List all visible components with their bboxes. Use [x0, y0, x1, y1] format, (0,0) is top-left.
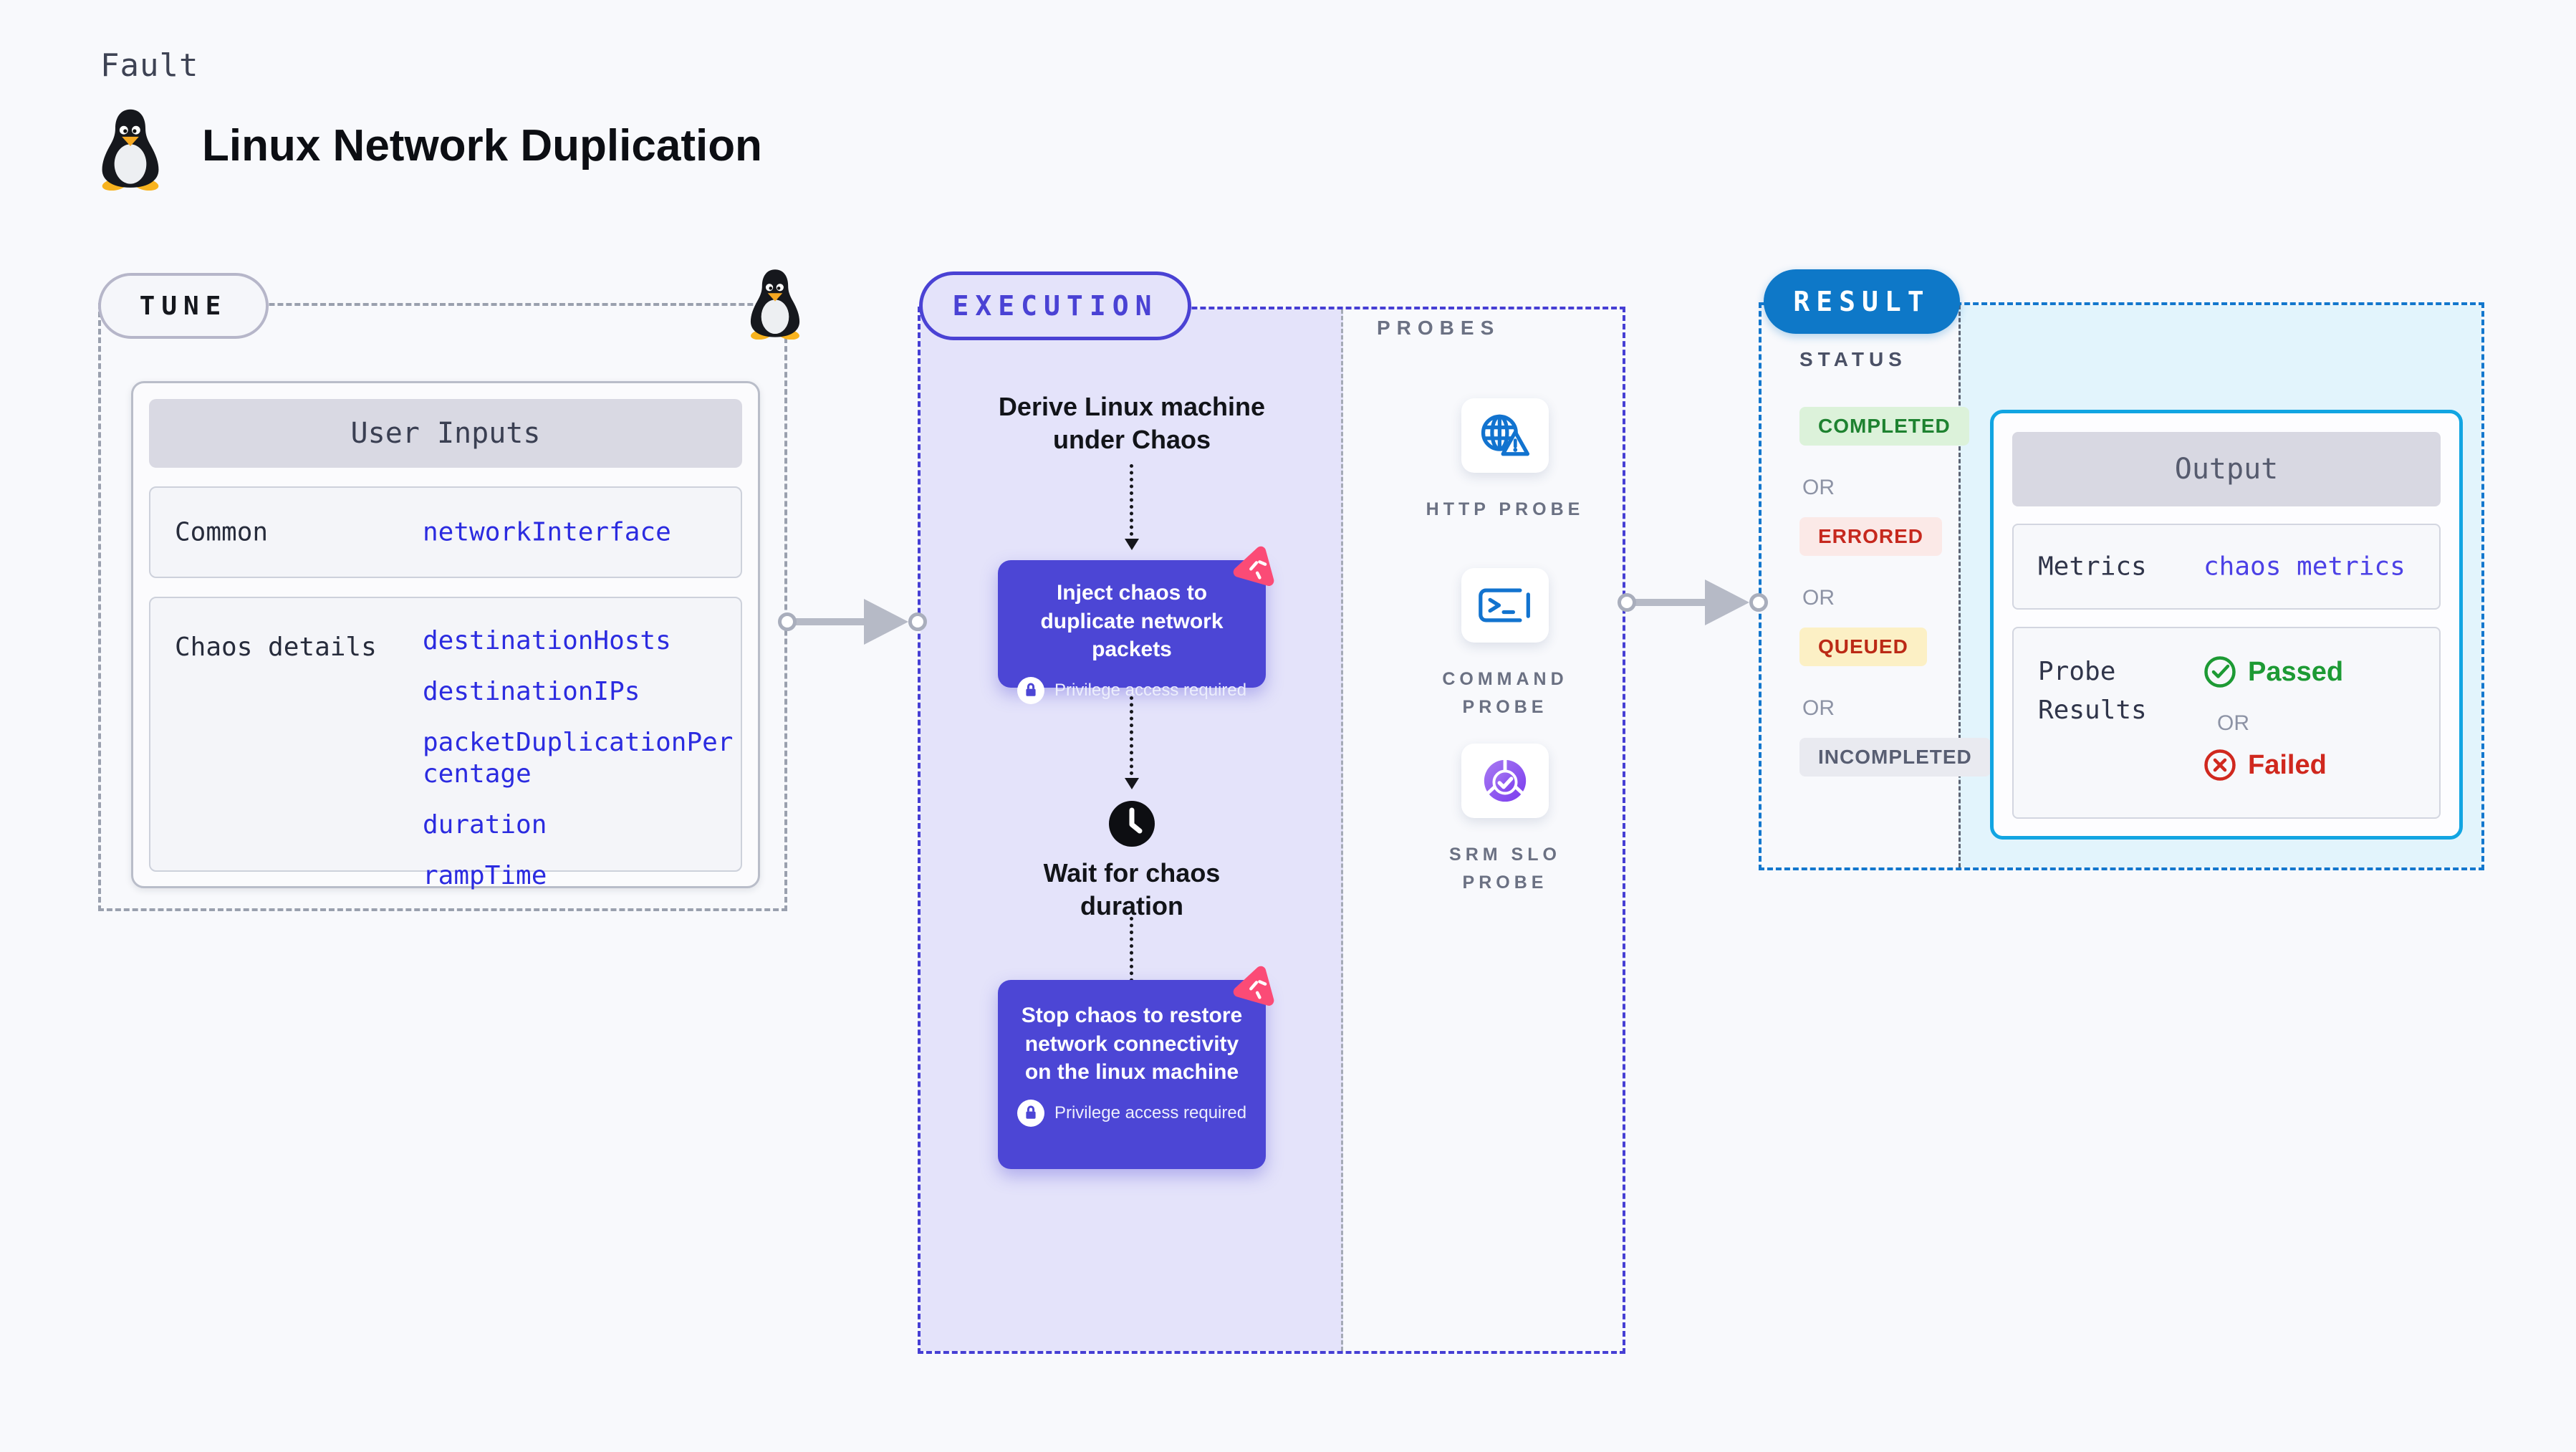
- or-separator: OR: [2217, 711, 2249, 735]
- user-inputs-row-common: Common networkInterface: [149, 486, 742, 578]
- arrow-right-icon: [864, 599, 908, 645]
- output-row-probe-results: Probe Results Passed OR Failed: [2012, 627, 2441, 819]
- dotted-arrow-head-icon: [1125, 539, 1139, 550]
- lock-icon: [1017, 1099, 1044, 1127]
- fault-kicker: Fault: [100, 47, 199, 84]
- execution-section-box: [918, 307, 1625, 1354]
- probe-results-label: Probe Results: [2038, 657, 2147, 725]
- stop-chaos-card: Stop chaos to restore network connectivi…: [998, 966, 1274, 1169]
- chaos-details-label: Chaos details: [175, 633, 377, 662]
- slo-donut-check-icon: [1484, 758, 1527, 802]
- failed-row: Failed: [2203, 749, 2327, 782]
- step-derive-machine: Derive Linux machine under Chaos: [998, 392, 1266, 455]
- tune-pill: TUNE: [98, 273, 269, 339]
- result-section-box: [1759, 302, 2484, 870]
- output-card: Output Metrics chaos metrics Probe Resul…: [1990, 410, 2463, 840]
- lock-icon: [1017, 676, 1044, 704]
- common-label: Common: [175, 517, 269, 547]
- chaos-value: packetDuplicationPercentage: [423, 728, 734, 789]
- or-separator: OR: [1802, 476, 1835, 499]
- or-separator: OR: [1802, 696, 1835, 720]
- user-inputs-card: User Inputs Common networkInterface Chao…: [131, 381, 760, 890]
- arrow-right-icon: [1705, 580, 1749, 625]
- execution-to-result-arrow: [1627, 599, 1708, 606]
- result-pill: RESULT: [1764, 269, 1960, 334]
- tune-to-execution-arrow: [787, 618, 868, 625]
- probes-heading: PROBES: [1377, 317, 1501, 339]
- tune-section-box: [98, 303, 787, 911]
- page-title: Linux Network Duplication: [202, 121, 762, 170]
- connector-dot: [908, 612, 927, 631]
- chaos-value: destinationIPs: [423, 677, 640, 707]
- privilege-label: Privilege access required: [1054, 1102, 1247, 1122]
- dotted-arrow-icon: [1130, 917, 1133, 996]
- stop-chaos-title: Stop chaos to restore network connectivi…: [1021, 1004, 1243, 1085]
- metrics-label: Metrics: [2038, 552, 2147, 582]
- status-badge-incompleted: INCOMPLETED: [1799, 738, 1991, 777]
- metrics-value: chaos metrics: [2203, 552, 2406, 582]
- connector-dot: [1749, 593, 1768, 612]
- passed-label: Passed: [2248, 656, 2344, 687]
- privilege-badge: Privilege access required: [998, 1099, 1266, 1127]
- status-badge-errored: ERRORED: [1799, 517, 1943, 556]
- connector-dot: [778, 612, 797, 631]
- tux-penguin-icon: [750, 269, 800, 340]
- chaos-details-values: destinationHosts destinationIPs packetDu…: [423, 625, 744, 911]
- x-circle-icon: [2204, 749, 2236, 781]
- http-probe-label: HTTP PROBE: [1426, 499, 1585, 519]
- srm-slo-probe-card: [1461, 744, 1549, 818]
- connector-dot: [1618, 593, 1636, 612]
- privilege-label: Privilege access required: [1054, 680, 1247, 700]
- step-wait-duration: Wait for chaos duration: [1043, 858, 1221, 921]
- globe-alert-icon: [1481, 414, 1530, 456]
- inject-chaos-card: Inject chaos to duplicate network packet…: [998, 546, 1274, 704]
- execution-pill: EXECUTION: [919, 271, 1191, 340]
- status-badge-queued: QUEUED: [1799, 628, 1927, 666]
- privilege-badge: Privilege access required: [998, 676, 1266, 704]
- clock-icon: [1109, 801, 1155, 847]
- dotted-arrow-head-icon: [1125, 778, 1139, 789]
- status-heading: STATUS: [1799, 348, 1907, 370]
- tux-penguin-icon: [102, 109, 159, 191]
- command-probe-label: COMMAND PROBE: [1442, 669, 1568, 717]
- user-inputs-header: User Inputs: [149, 399, 742, 468]
- chaos-logo-icon: [1233, 966, 1274, 1006]
- dotted-arrow-icon: [1130, 696, 1133, 775]
- dotted-arrow-icon: [1130, 464, 1133, 536]
- chaos-value: rampTime: [423, 860, 547, 890]
- or-separator: OR: [1802, 586, 1835, 610]
- chaos-value: duration: [423, 809, 547, 840]
- inject-chaos-title: Inject chaos to duplicate network packet…: [1040, 581, 1224, 662]
- user-inputs-row-chaos-details: Chaos details destinationHosts destinati…: [149, 597, 742, 890]
- terminal-icon: [1479, 588, 1530, 622]
- chaos-value: destinationHosts: [423, 626, 671, 655]
- output-row-metrics: Metrics chaos metrics: [2012, 524, 2441, 610]
- http-probe-card: [1461, 398, 1549, 473]
- chaos-logo-icon: [1233, 546, 1274, 586]
- status-badge-completed: COMPLETED: [1799, 407, 1969, 446]
- passed-row: Passed: [2203, 655, 2343, 688]
- srm-slo-probe-label: SRM SLO PROBE: [1449, 845, 1561, 893]
- command-probe-card: [1461, 568, 1549, 643]
- common-value: networkInterface: [423, 517, 671, 547]
- failed-label: Failed: [2248, 749, 2327, 780]
- check-circle-icon: [2204, 656, 2236, 688]
- output-header: Output: [2012, 432, 2441, 506]
